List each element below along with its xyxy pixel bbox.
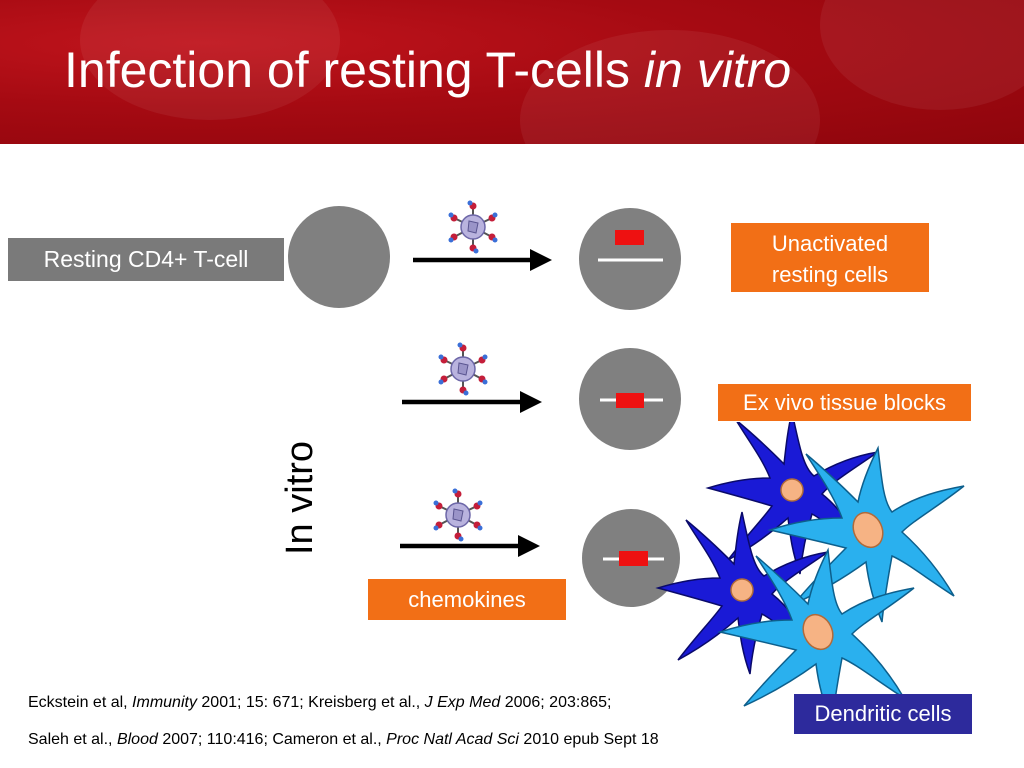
ref-journal: Proc Natl Acad Sci	[386, 731, 519, 748]
viral-dna-integrated	[616, 393, 644, 408]
reference-line-1: Eckstein et al, Immunity 2001; 15: 671; …	[28, 694, 611, 712]
ref-text: 2007; 110:416; Cameron et al.,	[157, 731, 387, 748]
dendritic-cells-label: Dendritic cells	[794, 694, 972, 734]
ref-journal: J Exp Med	[424, 694, 501, 711]
hiv-virion-icon	[432, 487, 484, 543]
ref-text: Saleh et al.,	[28, 731, 117, 748]
slide-title: Infection of resting T-cells in vitro	[64, 40, 791, 100]
ref-text: Eckstein et al,	[28, 694, 133, 711]
hiv-virion-icon	[437, 341, 489, 397]
viral-dna-unintegrated	[615, 230, 644, 245]
arrow-row3	[400, 535, 540, 557]
resting-cell-uninfected	[288, 206, 390, 308]
title-banner	[0, 0, 1024, 144]
in-vitro-label: In vitro	[279, 440, 321, 555]
chemokines-label: chemokines	[367, 578, 567, 621]
ref-text: 2001; 15: 671; Kreisberg et al.,	[196, 694, 425, 711]
reference-line-2: Saleh et al., Blood 2007; 110:416; Camer…	[28, 731, 659, 749]
resting-cd4-label: Resting CD4+ T-cell	[8, 238, 284, 281]
ex-vivo-label: Ex vivo tissue blocks	[717, 383, 972, 422]
unactivated-line1: Unactivated	[771, 231, 889, 256]
ref-text: 2006; 203:865;	[500, 694, 612, 711]
viral-dna-integrated	[619, 551, 648, 566]
unactivated-label: Unactivated resting cells	[730, 222, 930, 293]
title-italic: in vitro	[643, 42, 792, 98]
ref-journal: Immunity	[132, 694, 197, 711]
ref-text: 2010 epub Sept 18	[518, 731, 659, 748]
unactivated-line2: resting cells	[771, 262, 889, 287]
ref-journal: Blood	[116, 731, 158, 748]
hiv-virion-icon	[447, 199, 499, 255]
arrow-row2	[402, 391, 542, 413]
title-main: Infection of resting T-cells	[64, 42, 644, 98]
arrow-row1	[413, 249, 552, 271]
